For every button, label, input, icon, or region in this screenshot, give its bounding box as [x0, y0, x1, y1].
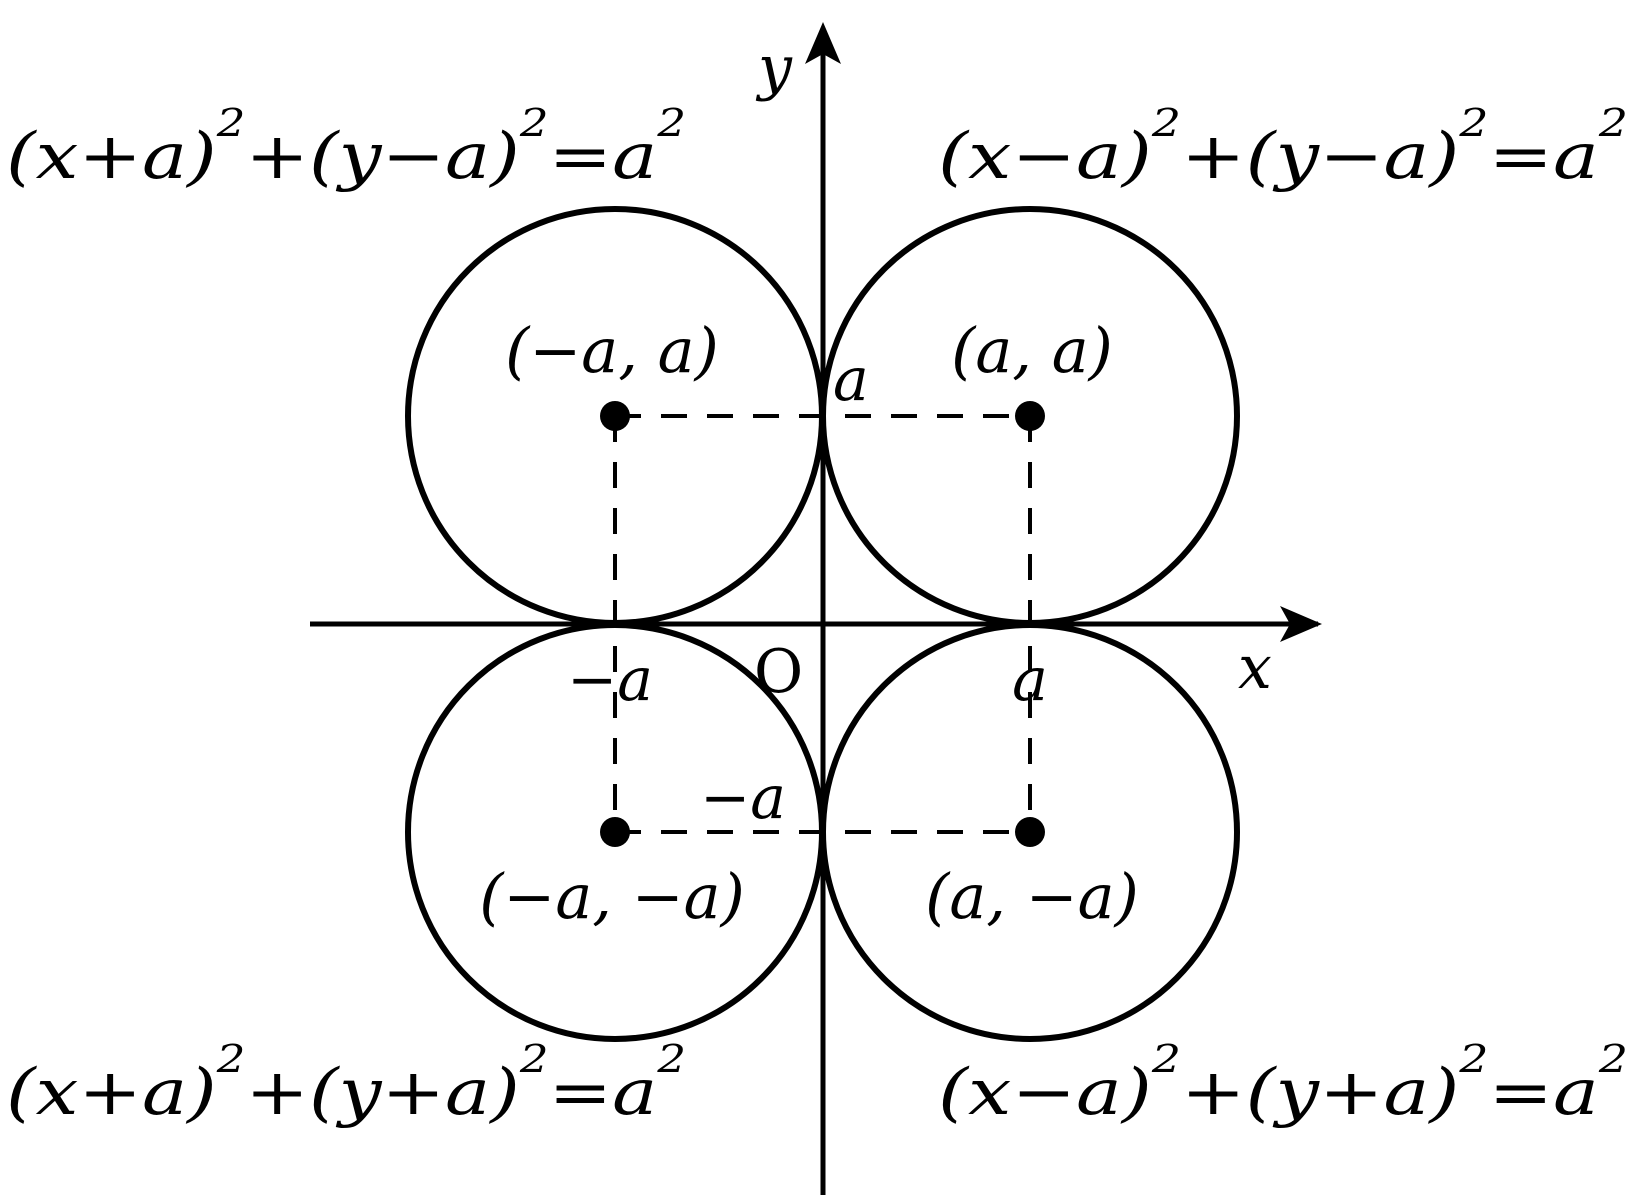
center-point-bottom-left: [600, 817, 630, 847]
x-tick-negative: −a: [567, 645, 653, 715]
y-axis-label: y: [755, 33, 793, 103]
y-tick-positive: a: [833, 345, 869, 415]
y-tick-negative: −a: [700, 763, 786, 833]
center-label-top-left: (−a, a): [505, 314, 719, 387]
center-label-bottom-right: (a, −a): [925, 860, 1139, 933]
center-point-top-right: [1015, 401, 1045, 431]
center-point-top-left: [600, 401, 630, 431]
x-axis-label: x: [1238, 633, 1272, 703]
x-tick-positive: a: [1012, 645, 1048, 715]
center-label-bottom-left: (−a, −a): [479, 860, 745, 933]
y-axis-arrowhead: [805, 22, 841, 64]
center-point-bottom-right: [1015, 817, 1045, 847]
origin-label: O: [754, 637, 803, 707]
x-axis-arrowhead: [1280, 606, 1322, 642]
center-label-top-right: (a, a): [951, 314, 1113, 387]
